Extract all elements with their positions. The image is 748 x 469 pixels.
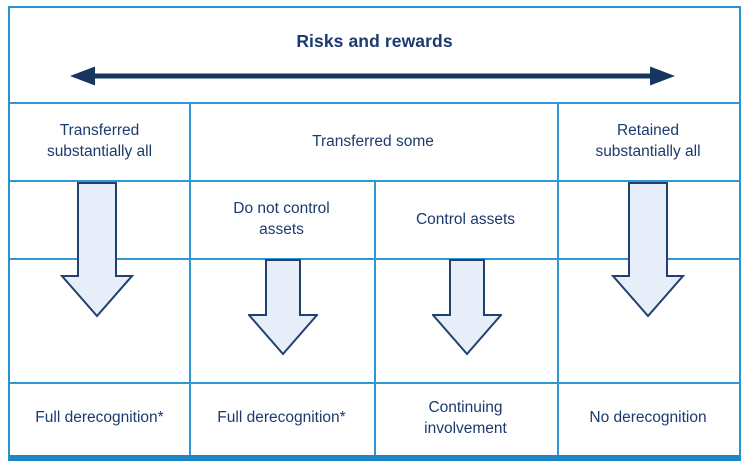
outcome-continuing-involvement: Continuing involvement — [424, 398, 507, 437]
subcategory-do-not-control-assets: Do not control assets — [233, 200, 330, 238]
down-arrow-icon — [60, 182, 134, 318]
grid-line-v1 — [189, 102, 191, 455]
risks-rewards-spectrum-arrow-icon — [70, 66, 675, 86]
grid-line-h1 — [10, 102, 739, 104]
category-transferred-some: Transferred some — [312, 132, 434, 150]
grid-line-v3 — [557, 102, 559, 455]
down-arrow-icon — [248, 259, 318, 356]
outcome-full-derecognition-2: Full derecognition* — [217, 409, 346, 426]
category-retained-substantially-all: Retained substantially all — [595, 122, 701, 160]
diagram-title: Risks and rewards — [296, 30, 453, 51]
grid-line-v2 — [374, 180, 376, 455]
down-arrow-icon — [611, 182, 685, 318]
down-arrow-icon — [432, 259, 502, 356]
outcome-full-derecognition-1: Full derecognition* — [35, 409, 164, 426]
outcome-no-derecognition: No derecognition — [589, 409, 707, 426]
subcategory-control-assets: Control assets — [415, 210, 516, 228]
category-transferred-substantially-all: Transferred substantially all — [46, 122, 153, 160]
